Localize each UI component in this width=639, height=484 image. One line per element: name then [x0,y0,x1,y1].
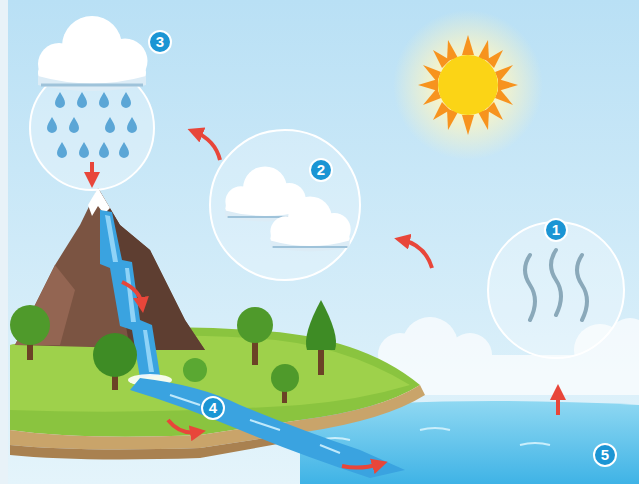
callout-number: 3 [148,30,172,54]
river-ripples [170,395,340,453]
flow-arrows [92,132,558,468]
callout-number: 5 [593,443,617,467]
callout-number: 2 [309,158,333,182]
sea-ripples [320,428,550,445]
precipitation-circle [30,16,154,190]
island [10,327,425,459]
condensation-circle [210,130,360,280]
evaporation-circle [488,222,624,358]
frame-edge [0,0,8,484]
trees [10,300,336,403]
river [130,378,405,478]
callout-number: 4 [201,396,225,420]
callout-number: 1 [544,218,568,242]
sun [393,10,543,160]
